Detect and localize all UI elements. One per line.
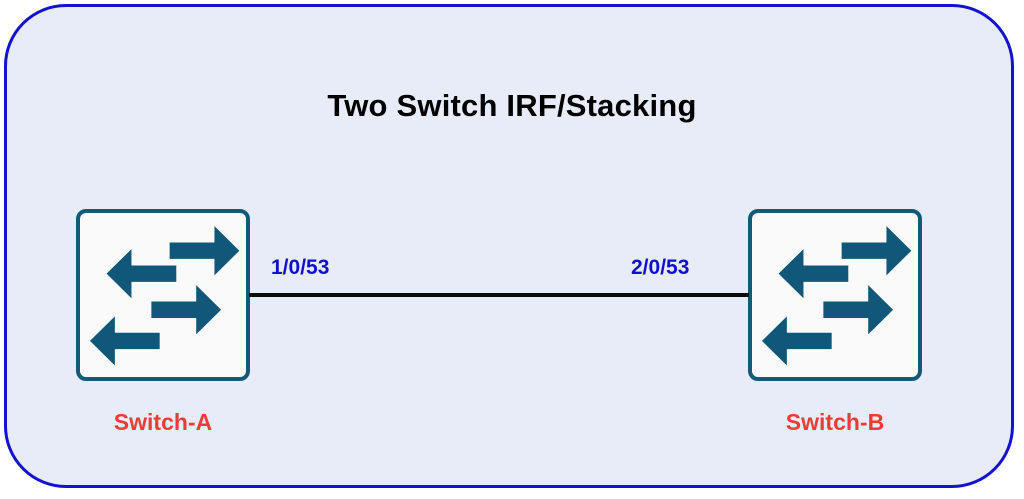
switch-b-box[interactable]	[748, 209, 922, 381]
port-label-switch-a: 1/0/53	[271, 256, 330, 279]
switch-b-label: Switch-B	[785, 409, 885, 435]
switch-arrows-icon	[89, 216, 240, 366]
port-label-switch-b: 2/0/53	[631, 256, 690, 279]
node-switch-b[interactable]: Switch-B	[748, 209, 922, 435]
node-switch-a[interactable]: Switch-A	[76, 209, 250, 435]
page-title: Two Switch IRF/Stacking	[327, 88, 697, 123]
switch-a-box[interactable]	[76, 209, 250, 381]
switch-a-label: Switch-A	[113, 409, 213, 435]
switch-arrows-icon	[761, 216, 912, 366]
irf-link-line[interactable]	[249, 293, 749, 297]
